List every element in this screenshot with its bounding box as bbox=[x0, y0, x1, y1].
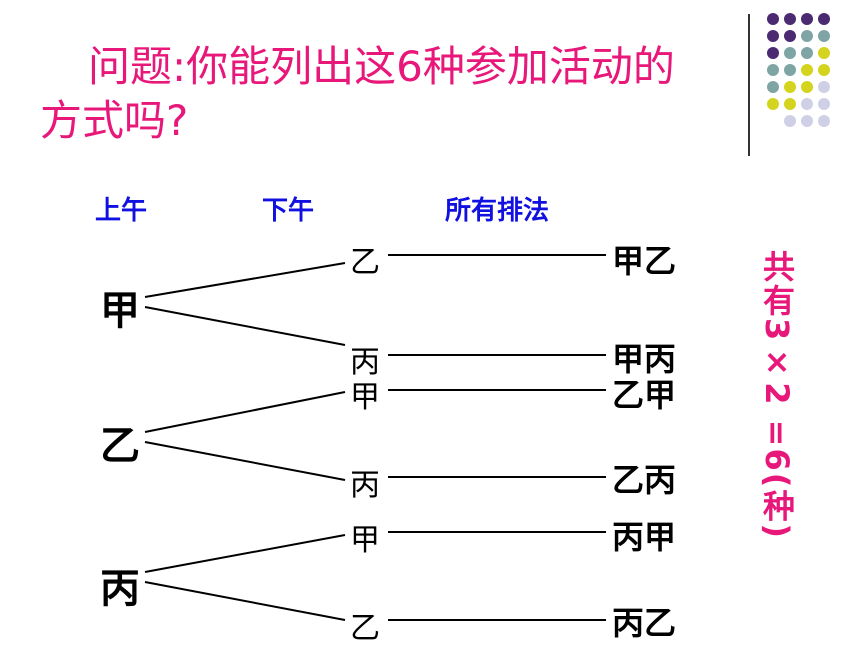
decorative-dot bbox=[818, 47, 830, 59]
branch-line bbox=[144, 391, 346, 433]
title-line-1: 问题:你能列出这6种参加活动的 bbox=[88, 42, 675, 91]
decorative-dot bbox=[801, 64, 813, 76]
afternoon-node: 甲 bbox=[350, 380, 380, 415]
title-line-2: 方式吗? bbox=[40, 96, 189, 145]
afternoon-node: 甲 bbox=[350, 523, 380, 558]
result-node: 甲丙 bbox=[612, 340, 677, 378]
decorative-dot bbox=[801, 13, 813, 25]
branch-line bbox=[144, 441, 346, 481]
decorative-dot bbox=[784, 13, 796, 25]
result-node: 乙丙 bbox=[612, 461, 677, 499]
result-node: 乙甲 bbox=[612, 376, 677, 414]
decorative-dot bbox=[784, 98, 796, 110]
decorative-dot bbox=[767, 13, 779, 25]
decorative-dot bbox=[801, 81, 813, 93]
result-node: 甲乙 bbox=[612, 242, 677, 280]
header-afternoon: 下午 bbox=[262, 196, 315, 226]
branch-line bbox=[144, 262, 346, 298]
decorative-dot-grid bbox=[767, 13, 830, 127]
decorative-dot bbox=[784, 47, 796, 59]
total-count: 共有3×2 =6(种) bbox=[758, 250, 796, 540]
decorative-dot bbox=[818, 30, 830, 42]
result-node: 丙乙 bbox=[612, 604, 677, 642]
decorative-dot bbox=[818, 81, 830, 93]
decorative-dot bbox=[767, 81, 779, 93]
decorative-dot bbox=[784, 30, 796, 42]
morning-node: 乙 bbox=[100, 423, 140, 469]
divider-line bbox=[748, 14, 750, 156]
decorative-dot bbox=[818, 13, 830, 25]
afternoon-node: 丙 bbox=[350, 468, 380, 503]
decorative-dot bbox=[818, 64, 830, 76]
morning-node: 丙 bbox=[100, 566, 140, 612]
decorative-dot bbox=[767, 98, 779, 110]
decorative-dot bbox=[767, 47, 779, 59]
result-node: 丙甲 bbox=[612, 518, 677, 556]
decorative-dot bbox=[784, 115, 796, 127]
question-title: 问题:你能列出这6种参加活动的 方式吗? bbox=[40, 40, 740, 148]
afternoon-node: 乙 bbox=[350, 245, 380, 280]
decorative-dot bbox=[767, 30, 779, 42]
header-morning: 上午 bbox=[95, 196, 148, 226]
afternoon-node: 乙 bbox=[350, 611, 380, 646]
decorative-dot bbox=[801, 115, 813, 127]
decorative-dot bbox=[801, 98, 813, 110]
branch-line bbox=[144, 306, 346, 346]
decorative-dot bbox=[801, 47, 813, 59]
decorative-dot bbox=[784, 64, 796, 76]
decorative-dot bbox=[818, 98, 830, 110]
branch-line bbox=[144, 534, 346, 573]
decorative-dot bbox=[818, 115, 830, 127]
branch-line bbox=[144, 581, 346, 621]
afternoon-node: 丙 bbox=[350, 345, 380, 380]
decorative-dot bbox=[784, 81, 796, 93]
decorative-dot bbox=[801, 30, 813, 42]
decorative-dot bbox=[767, 64, 779, 76]
morning-node: 甲 bbox=[100, 288, 140, 334]
header-all-arrangements: 所有排法 bbox=[445, 196, 550, 226]
